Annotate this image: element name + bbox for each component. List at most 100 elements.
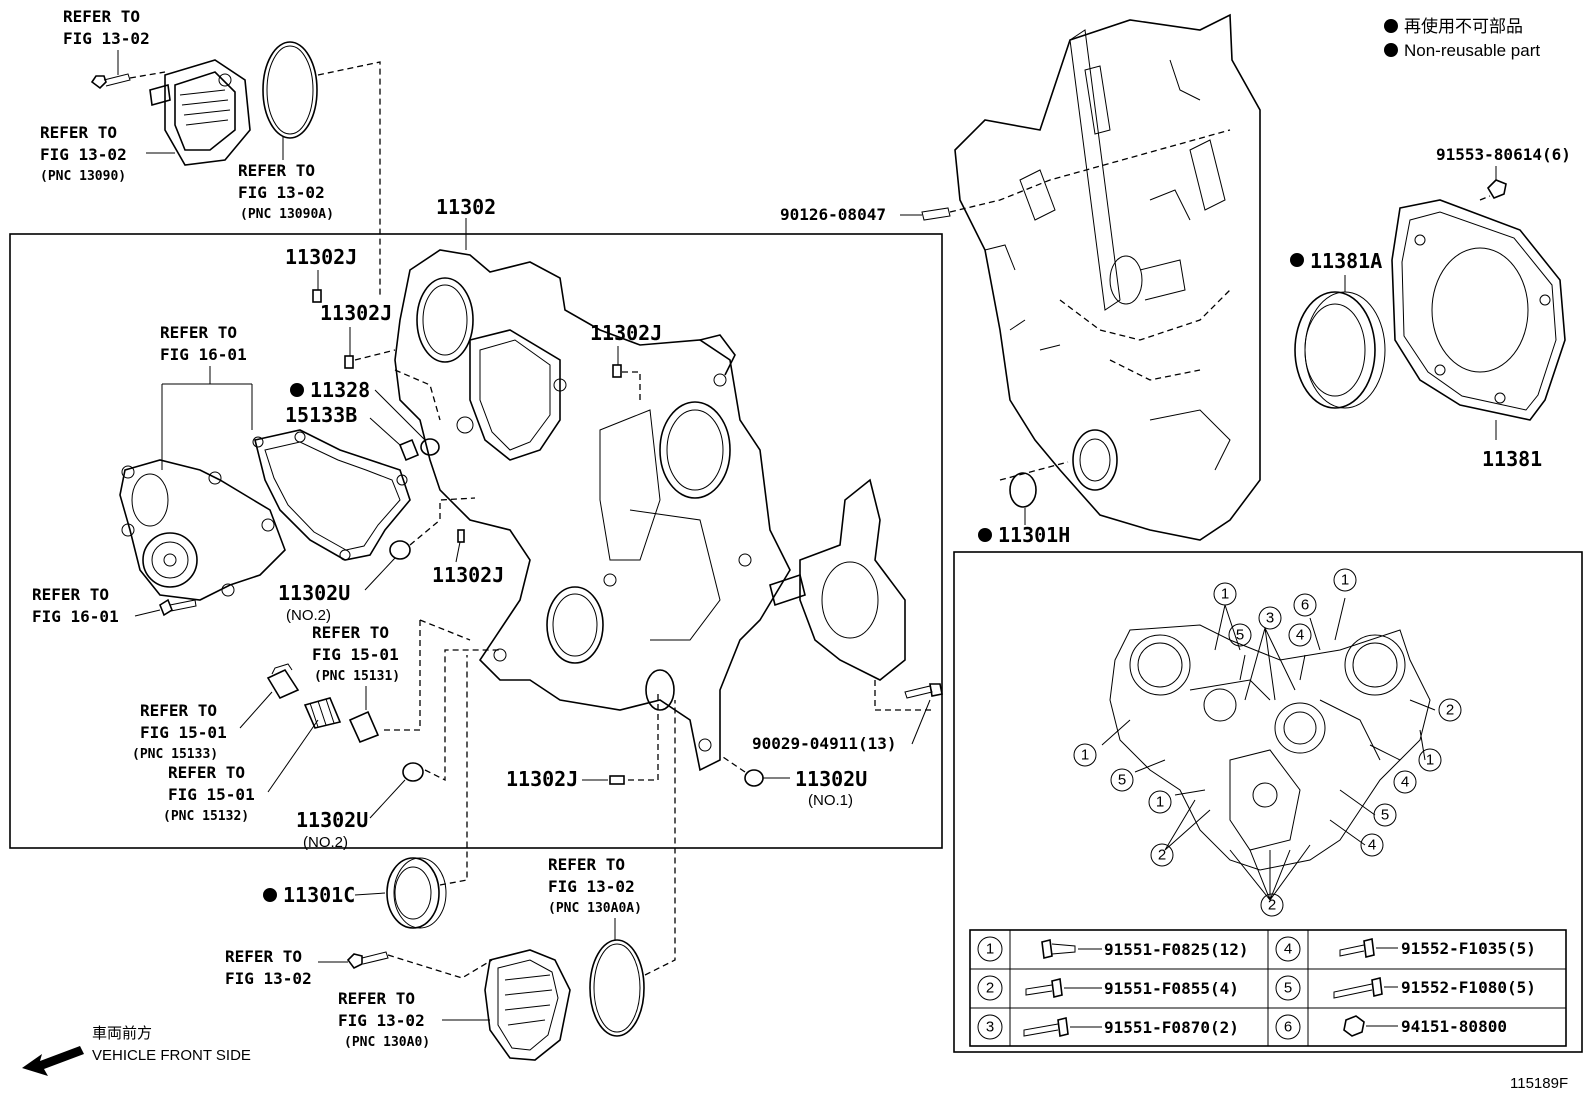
ref-label: FIG 16-01 bbox=[160, 345, 247, 364]
non-reusable-bullet-icon bbox=[978, 528, 992, 542]
dowel-pin bbox=[609, 775, 625, 785]
table-number: 2 bbox=[986, 980, 994, 997]
part-number-11302: 11302 bbox=[436, 195, 496, 219]
part-number-11381A: 11381A bbox=[1310, 249, 1382, 273]
callout-number: 5 bbox=[1236, 627, 1244, 644]
callout-number: 5 bbox=[1381, 807, 1389, 824]
part-qualifier: (NO.2) bbox=[286, 607, 331, 624]
dowel-bush bbox=[744, 769, 764, 787]
ref-label: REFER TO bbox=[140, 701, 217, 720]
dowel-pin bbox=[312, 289, 322, 303]
ref-label: REFER TO bbox=[238, 161, 315, 180]
plug-15133B bbox=[398, 438, 420, 462]
part-number-90029: 90029-04911(13) bbox=[752, 734, 897, 753]
callout-number: 1 bbox=[1426, 752, 1434, 769]
bolt-icon bbox=[1025, 978, 1102, 998]
callout-number: 4 bbox=[1401, 774, 1409, 791]
part-number-15133B: 15133B bbox=[285, 403, 357, 427]
ref-label: (PNC 130A0) bbox=[344, 1035, 430, 1050]
part-number-90126: 90126-08047 bbox=[780, 205, 886, 224]
table-part-number: 91551-F0825(12) bbox=[1104, 940, 1249, 959]
callout-number: 1 bbox=[1156, 794, 1164, 811]
ref-label: (PNC 13090) bbox=[40, 169, 126, 184]
part-number-11302J: 11302J bbox=[320, 301, 392, 325]
part-qualifier: (NO.1) bbox=[808, 792, 853, 809]
callout-number: 6 bbox=[1301, 597, 1309, 614]
front-side-jp: 車両前方 bbox=[92, 1025, 152, 1042]
callout-number: 1 bbox=[1221, 586, 1229, 603]
table-part-number: 91552-F1080(5) bbox=[1401, 978, 1536, 997]
table-number: 3 bbox=[986, 1019, 994, 1036]
ref-label: (PNC 15132) bbox=[163, 809, 249, 824]
part-number-11302J: 11302J bbox=[432, 563, 504, 587]
o-ring-upper bbox=[262, 41, 318, 139]
part-number-11302U: 11302U bbox=[278, 581, 350, 605]
ref-label: REFER TO bbox=[312, 623, 389, 642]
callout-number: 4 bbox=[1296, 627, 1304, 644]
bolt-location-inset-frame bbox=[953, 551, 1583, 1053]
ref-label: FIG 13-02 bbox=[548, 877, 635, 896]
ref-label: FIG 13-02 bbox=[40, 145, 127, 164]
oil-seal-retainer-11381 bbox=[1391, 199, 1566, 421]
bolt-icon bbox=[1333, 977, 1398, 999]
vehicle-front-arrow-icon bbox=[22, 1046, 84, 1076]
oil-seal-11381A bbox=[1294, 291, 1376, 409]
ref-label: (PNC 13090A) bbox=[240, 207, 334, 222]
part-number-11301C: 11301C bbox=[283, 883, 355, 907]
table-number: 4 bbox=[1284, 941, 1292, 958]
ref-label: REFER TO bbox=[160, 323, 237, 342]
engine-block bbox=[954, 13, 1261, 541]
table-part-number: 94151-80800 bbox=[1401, 1017, 1507, 1036]
bolt-water-pump bbox=[159, 598, 197, 617]
part-qualifier: (NO.2) bbox=[303, 834, 348, 851]
timing-cover-group-frame bbox=[9, 233, 943, 849]
callout-number: 1 bbox=[1081, 747, 1089, 764]
nut-icon bbox=[1343, 1015, 1398, 1037]
ref-label: FIG 13-02 bbox=[225, 969, 312, 988]
ref-label: (PNC 15131) bbox=[314, 669, 400, 684]
part-number-11302J: 11302J bbox=[285, 245, 357, 269]
non-reusable-bullet-icon bbox=[1384, 43, 1398, 57]
ref-label: FIG 13-02 bbox=[238, 183, 325, 202]
figure-id: 115189F bbox=[1510, 1075, 1568, 1092]
part-number-11302J: 11302J bbox=[590, 321, 662, 345]
non-reusable-bullet-icon bbox=[1290, 253, 1304, 267]
part-number-11328: 11328 bbox=[310, 378, 370, 402]
water-pump bbox=[119, 459, 286, 601]
non-reusable-bullet-icon bbox=[290, 383, 304, 397]
vacuum-pump-upper bbox=[149, 59, 251, 166]
ref-label: REFER TO bbox=[225, 947, 302, 966]
table-part-number: 91551-F0870(2) bbox=[1104, 1018, 1239, 1037]
inset-cover-outline bbox=[1109, 624, 1431, 871]
water-pump-gasket bbox=[252, 429, 411, 561]
table-part-number: 91551-F0855(4) bbox=[1104, 979, 1239, 998]
table-number: 1 bbox=[986, 941, 994, 958]
part-number-11302U: 11302U bbox=[795, 767, 867, 791]
non-reusable-bullet-icon bbox=[1384, 19, 1398, 33]
ref-label: (PNC 130A0A) bbox=[548, 901, 642, 916]
dowel-bush bbox=[389, 540, 411, 560]
legend-jp: 再使用不可部品 bbox=[1404, 16, 1523, 36]
dowel-pin bbox=[612, 364, 622, 378]
table-part-number: 91552-F1035(5) bbox=[1401, 939, 1536, 958]
callout-number: 1 bbox=[1341, 572, 1349, 589]
ref-label: REFER TO bbox=[168, 763, 245, 782]
front-side-en: VEHICLE FRONT SIDE bbox=[92, 1047, 251, 1064]
timing-chain-cover bbox=[394, 249, 791, 772]
ref-label: REFER TO bbox=[32, 585, 109, 604]
ref-label: FIG 15-01 bbox=[168, 785, 255, 804]
callout-number: 2 bbox=[1158, 847, 1166, 864]
table-number: 6 bbox=[1284, 1019, 1292, 1036]
ref-label: REFER TO bbox=[338, 989, 415, 1008]
relief-valve bbox=[348, 710, 380, 744]
ref-label: FIG 13-02 bbox=[338, 1011, 425, 1030]
part-number-91553: 91553-80614(6) bbox=[1436, 145, 1571, 164]
callout-number: 2 bbox=[1268, 897, 1276, 914]
bolt-91553 bbox=[1486, 179, 1507, 199]
cover-plate-right bbox=[769, 478, 906, 681]
oil-seal-11301C bbox=[386, 857, 440, 929]
o-ring-11301H bbox=[1009, 472, 1037, 508]
part-number-11381: 11381 bbox=[1482, 447, 1542, 471]
ref-label: (PNC 15133) bbox=[132, 747, 218, 762]
